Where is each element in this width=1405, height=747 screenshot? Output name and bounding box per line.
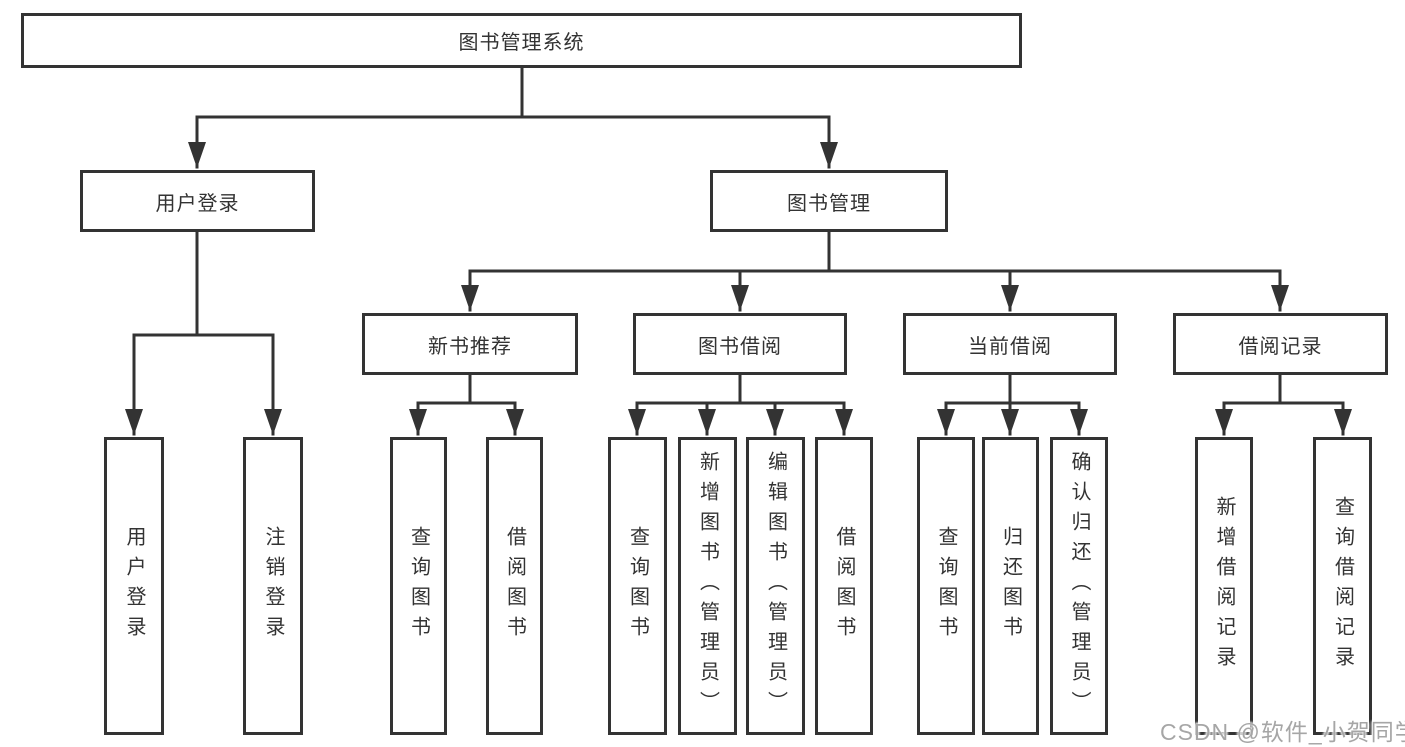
leaf-label: 查询图书 <box>626 526 649 646</box>
node-book-borrow-label: 图书借阅 <box>698 335 782 358</box>
leaf-label: 注销登录 <box>262 526 284 646</box>
node-book-mgmt-label: 图书管理 <box>787 192 871 215</box>
leaf-label: 确认归还（管理员） <box>1068 451 1090 721</box>
leaf-query-borrow-record: 查询借阅记录 <box>1313 437 1372 735</box>
node-current-borrow: 当前借阅 <box>903 313 1117 375</box>
node-borrow-records: 借阅记录 <box>1173 313 1388 375</box>
leaf-label: 编辑图书（管理员） <box>764 451 787 721</box>
leaf-confirm-return-admin: 确认归还（管理员） <box>1050 437 1108 735</box>
leaf-logout: 注销登录 <box>243 437 303 735</box>
leaf-label: 借阅图书 <box>833 526 855 646</box>
leaf-borrow-books-1: 借阅图书 <box>486 437 543 735</box>
leaf-query-books-3: 查询图书 <box>917 437 975 735</box>
leaf-borrow-books-2: 借阅图书 <box>815 437 873 735</box>
node-new-book-rec: 新书推荐 <box>362 313 578 375</box>
node-book-mgmt: 图书管理 <box>710 170 948 232</box>
node-current-borrow-label: 当前借阅 <box>968 335 1052 358</box>
leaf-add-borrow-record: 新增借阅记录 <box>1195 437 1253 735</box>
leaf-query-books-1: 查询图书 <box>390 437 447 735</box>
node-user-login: 用户登录 <box>80 170 315 232</box>
leaf-label: 归还图书 <box>999 526 1022 646</box>
leaf-label: 新增借阅记录 <box>1213 496 1235 676</box>
leaf-label: 新增图书（管理员） <box>696 451 719 721</box>
watermark-text: CSDN @软件_小贺同学 <box>1160 719 1405 745</box>
node-root-label: 图书管理系统 <box>458 32 585 54</box>
node-root: 图书管理系统 <box>21 13 1022 68</box>
leaf-label: 查询图书 <box>407 526 430 646</box>
leaf-label: 查询借阅记录 <box>1331 496 1354 676</box>
leaf-label: 借阅图书 <box>503 526 526 646</box>
node-book-borrow: 图书借阅 <box>633 313 847 375</box>
node-new-book-rec-label: 新书推荐 <box>428 335 512 358</box>
leaf-query-books-2: 查询图书 <box>608 437 667 735</box>
leaf-user-login: 用户登录 <box>104 437 164 735</box>
leaf-return-books: 归还图书 <box>982 437 1039 735</box>
leaf-label: 查询图书 <box>935 526 957 646</box>
leaf-edit-books-admin: 编辑图书（管理员） <box>746 437 805 735</box>
node-borrow-records-label: 借阅记录 <box>1238 335 1323 358</box>
leaf-add-books-admin: 新增图书（管理员） <box>678 437 737 735</box>
leaf-label: 用户登录 <box>123 526 145 646</box>
node-user-login-label: 用户登录 <box>155 192 240 215</box>
